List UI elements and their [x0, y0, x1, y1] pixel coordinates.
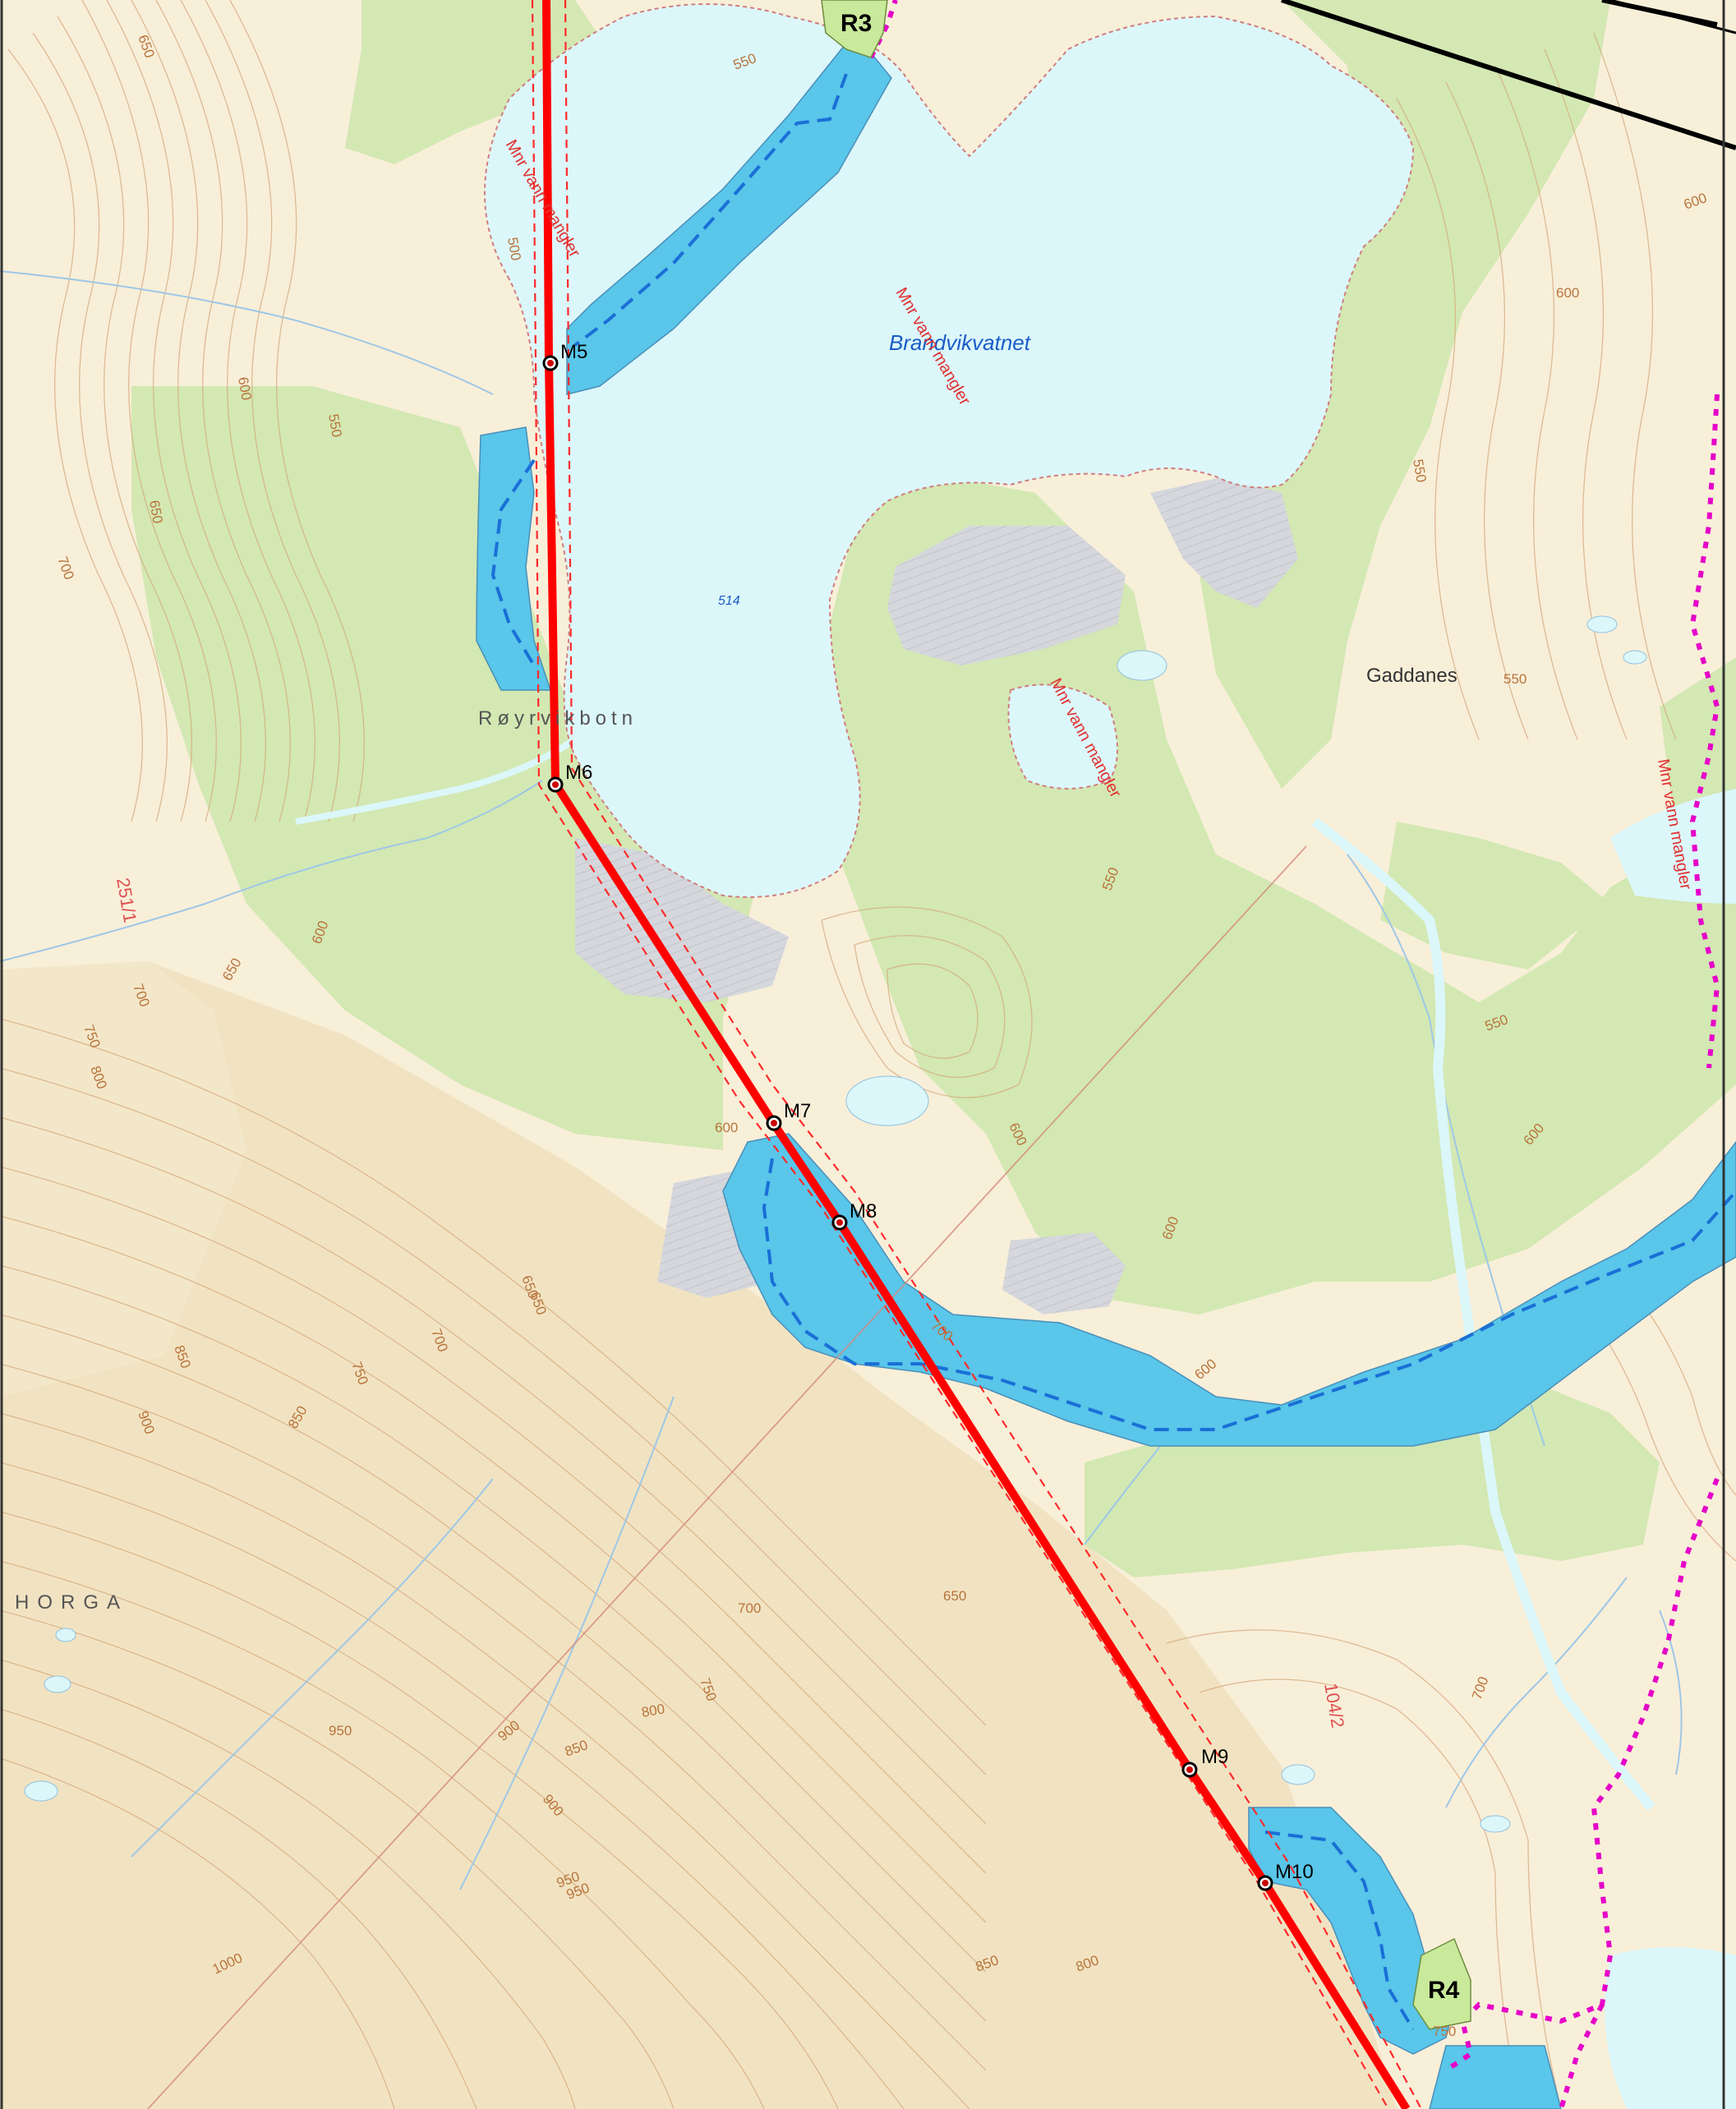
svg-text:600: 600	[715, 1120, 738, 1135]
impact-zones	[476, 31, 1736, 2109]
svg-text:700: 700	[738, 1600, 761, 1616]
svg-text:550: 550	[1410, 458, 1430, 483]
route-marker-dots	[547, 360, 1269, 1886]
gaddanes-name: Gaddanes	[1366, 665, 1457, 687]
rig-area-r4	[1412, 1937, 1471, 2030]
route-markers	[542, 355, 1273, 1891]
lake-southeast	[1605, 1947, 1736, 2109]
svg-text:650: 650	[943, 1588, 966, 1604]
marker-label-m10: M10	[1275, 1861, 1314, 1883]
river-east	[1311, 817, 1655, 1811]
streams	[0, 270, 1683, 1890]
rig-label-r3: R3	[840, 10, 872, 37]
svg-text:650: 650	[146, 499, 166, 524]
svg-text:600: 600	[1556, 285, 1579, 301]
marker-label-m6: M6	[565, 762, 592, 784]
farm-name: Røyrvikbotn	[478, 707, 638, 730]
lake-bay	[1007, 684, 1118, 790]
high-terrain-upper	[0, 961, 246, 1397]
ponds	[24, 615, 1647, 1833]
svg-text:750: 750	[1433, 2024, 1456, 2039]
lake-eastern	[1610, 789, 1736, 904]
svg-text:600: 600	[235, 375, 255, 401]
marker-label-m9: M9	[1201, 1746, 1228, 1768]
route-corridor	[531, 0, 1422, 2109]
lake-name: Brandvikvatnet	[889, 330, 1032, 355]
survey-line	[147, 845, 1307, 2109]
svg-text:550: 550	[325, 412, 345, 438]
horga-name: HORGA	[15, 1591, 128, 1614]
river-west	[295, 736, 578, 825]
svg-text:500: 500	[504, 236, 524, 261]
wetland-areas	[575, 477, 1298, 1315]
marker-label-m5: M5	[560, 341, 587, 363]
rig-label-r4: R4	[1428, 1977, 1460, 2004]
boundary-line-upper	[1609, 0, 1736, 35]
marker-label-m8: M8	[850, 1200, 877, 1223]
impact-zone-centerlines	[490, 73, 1736, 2031]
rig-area-r3	[821, 0, 888, 58]
marker-label-m7: M7	[784, 1100, 811, 1122]
main-route	[542, 0, 1411, 2109]
svg-text:550: 550	[1503, 671, 1526, 687]
high-terrain	[0, 961, 1397, 2109]
svg-text:950: 950	[329, 1723, 352, 1738]
svg-text:800: 800	[640, 1701, 665, 1720]
lake-elevation: 514	[718, 594, 740, 608]
